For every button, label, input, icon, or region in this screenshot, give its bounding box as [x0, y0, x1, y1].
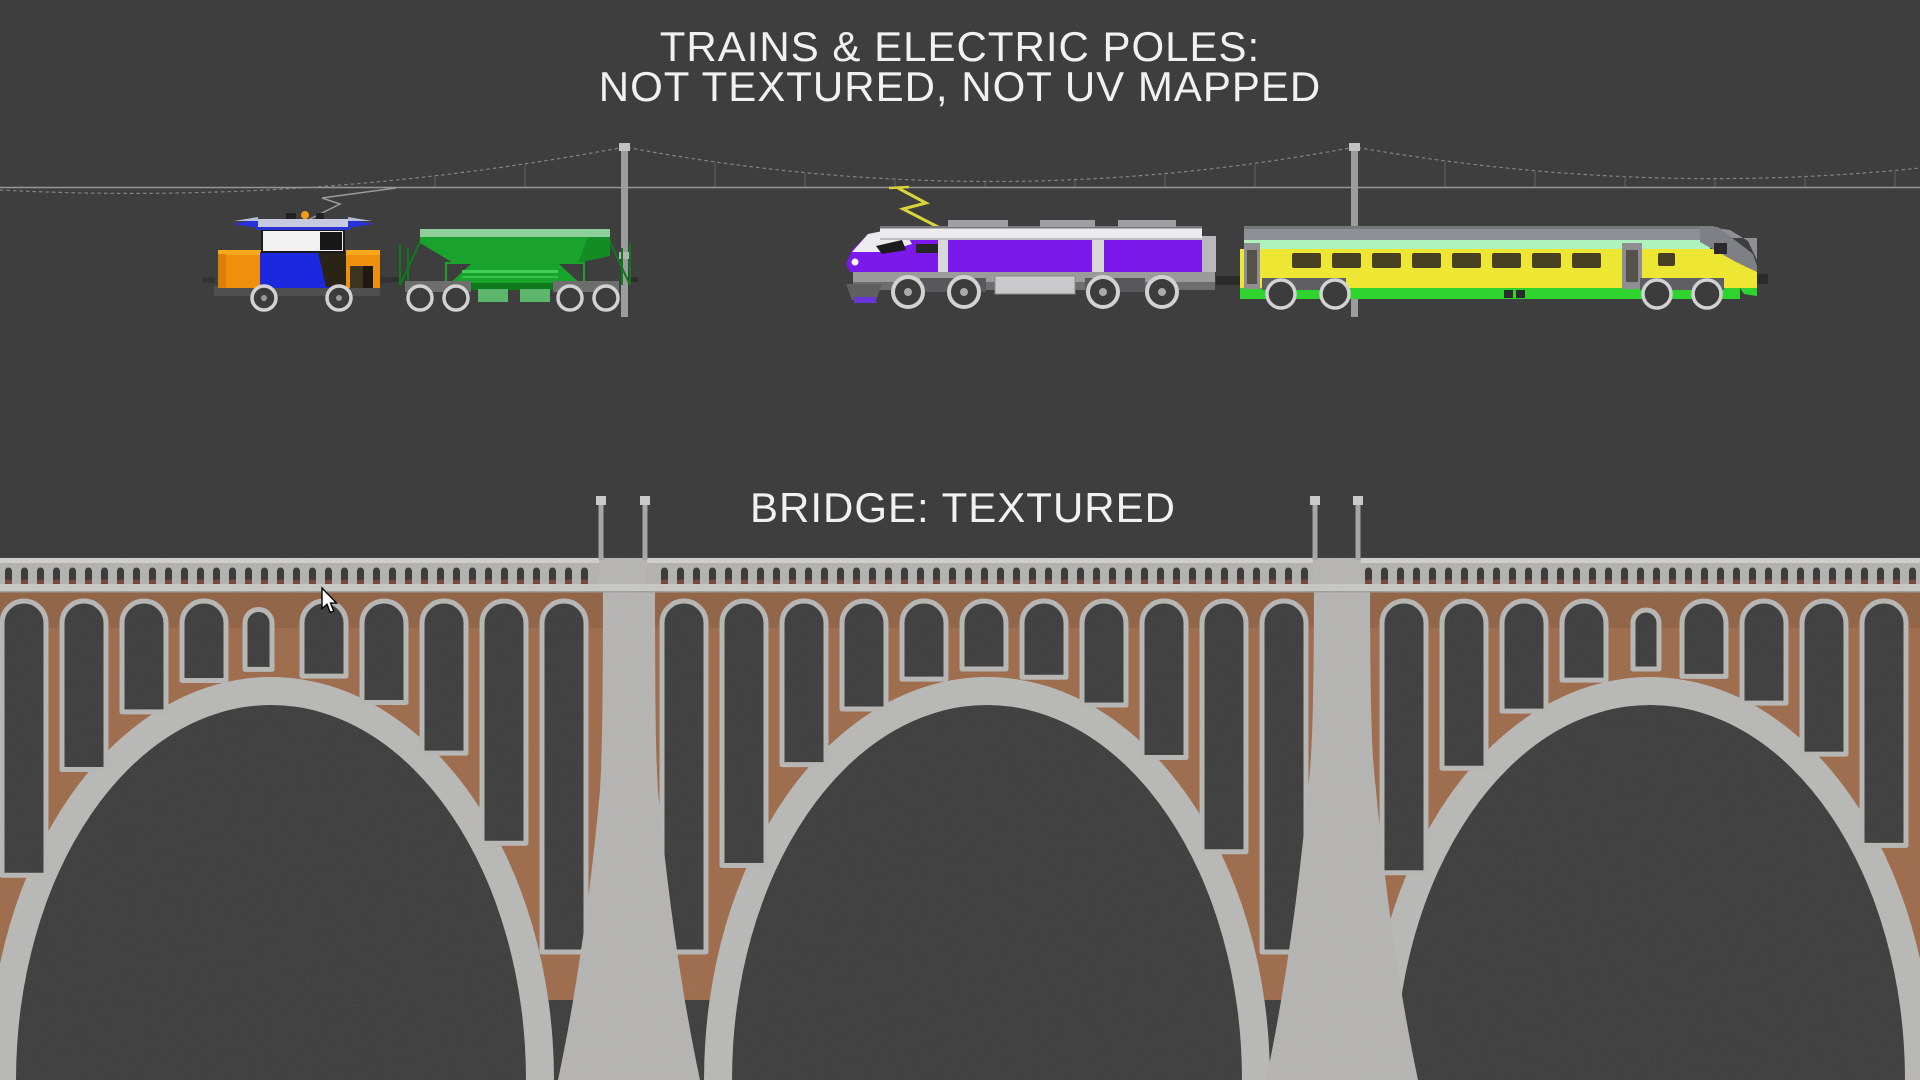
bridge-lamp-posts[interactable] — [596, 496, 1363, 560]
loco-wheels — [250, 284, 353, 312]
buffer — [380, 277, 392, 283]
passenger-coach[interactable] — [1240, 226, 1768, 310]
trains-caption-line2: NOT TEXTURED, NOT UV MAPPED — [599, 63, 1321, 110]
side-door — [938, 240, 948, 272]
bridge-caption: BRIDGE: TEXTURED — [750, 484, 1176, 531]
wagon-wheels — [406, 284, 620, 312]
coupler — [1757, 274, 1768, 284]
buffer — [202, 277, 215, 283]
front-plow — [846, 284, 882, 300]
bridge-texture-grain — [0, 556, 1920, 1080]
hopper-wagon[interactable] — [392, 229, 638, 312]
eloco-wheels — [891, 275, 1179, 309]
electric-locomotive[interactable] — [846, 185, 1242, 309]
viaduct-bridge[interactable] — [0, 496, 1920, 1080]
catenary-wires — [0, 146, 1920, 194]
end-ladder — [399, 239, 631, 286]
rear-windshield — [1700, 226, 1757, 272]
hopper-chute — [478, 289, 508, 302]
trains-caption: TRAINS & ELECTRIC POLES: NOT TEXTURED, N… — [599, 23, 1321, 110]
mouse-cursor — [321, 586, 339, 614]
roof-horn — [301, 211, 309, 219]
shunter-locomotive[interactable] — [202, 187, 397, 312]
coach-windows — [1292, 253, 1601, 268]
coupler — [1216, 276, 1242, 285]
pantograph-raised — [897, 186, 941, 230]
windshield — [876, 240, 906, 254]
side-door — [1092, 240, 1104, 272]
headlight — [851, 258, 859, 266]
fuel-tank — [994, 275, 1076, 295]
pantograph-wire — [307, 187, 397, 221]
hopper-chute — [520, 289, 550, 302]
catenary-mast-left[interactable] — [619, 143, 630, 317]
trains-caption-line1: TRAINS & ELECTRIC POLES: — [660, 23, 1260, 70]
coach-wheels — [1265, 278, 1723, 310]
